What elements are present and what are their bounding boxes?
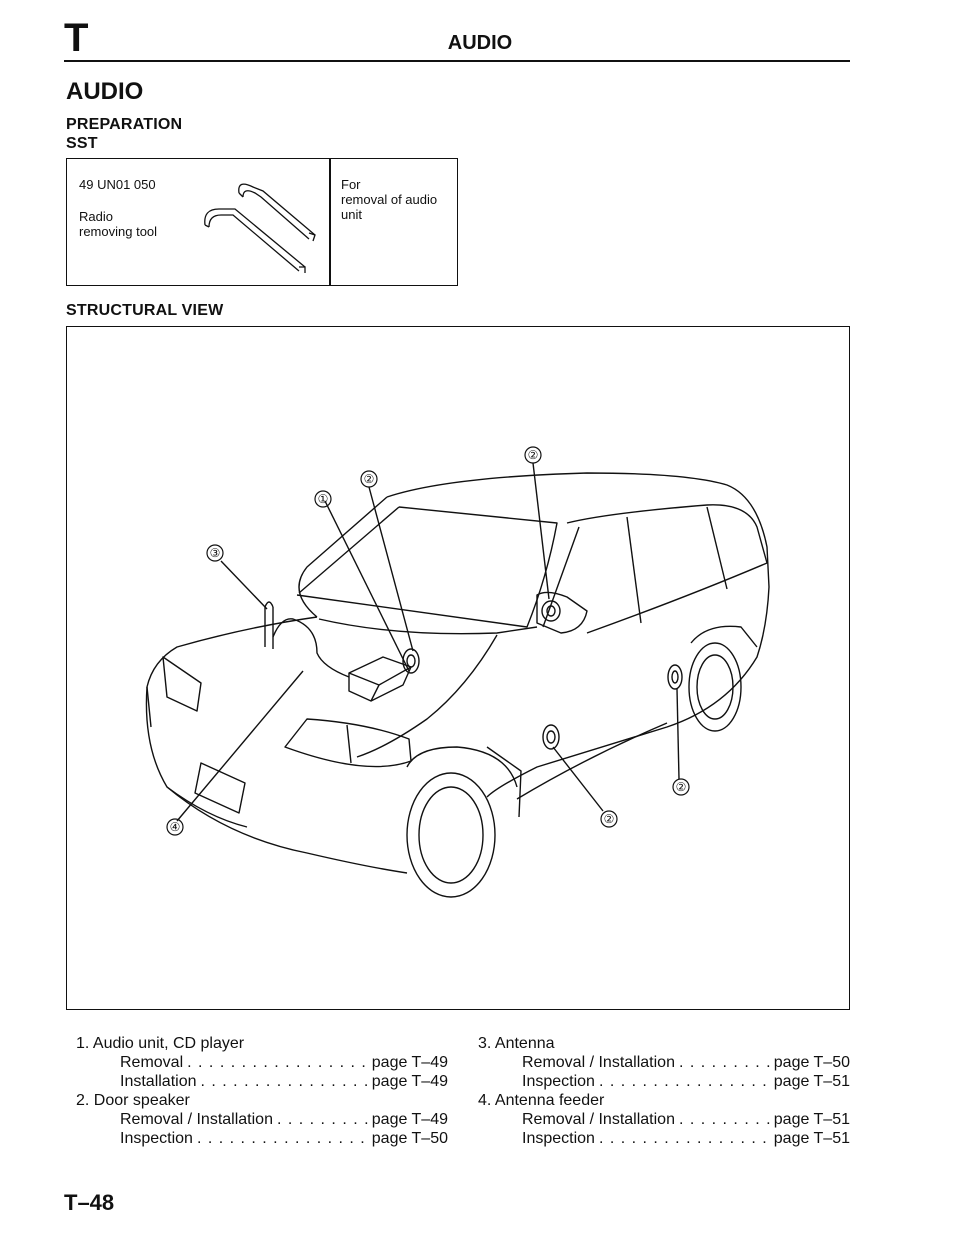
tool-purpose-line1: For	[341, 177, 361, 192]
entry-label: Installation	[120, 1073, 197, 1090]
list-item: Inspection page T–50	[76, 1129, 448, 1148]
callout-2-front-door: ②	[604, 812, 615, 826]
page-number: T–48	[64, 1190, 115, 1215]
list-item: Installation page T–49	[76, 1072, 448, 1091]
vehicle-illustration: ① ② ② ③ ④ ② ②	[145, 446, 770, 898]
header-title: AUDIO	[447, 32, 513, 54]
entry-page: page T–49	[371, 1111, 448, 1128]
entry-label: Removal / Installation	[120, 1111, 273, 1128]
list-item: Inspection page T–51	[478, 1129, 850, 1148]
entry-page: page T–51	[773, 1130, 850, 1147]
radio-removing-tool-illustration	[204, 183, 316, 273]
section-letter: T	[64, 16, 89, 60]
entry-page: page T–51	[773, 1111, 850, 1128]
component-list-right: 3. Antenna Removal / Installation page T–…	[478, 1034, 850, 1148]
tool-name-line2: removing tool	[79, 224, 158, 239]
tool-purpose-line3: unit	[341, 207, 362, 222]
list-item: Removal / Installation page T–51	[478, 1110, 850, 1129]
entry-page: page T–51	[773, 1073, 850, 1090]
item-title: 4. Antenna feeder	[478, 1092, 605, 1109]
tool-name-line1: Radio	[79, 209, 113, 224]
item-title: 2. Door speaker	[76, 1092, 190, 1109]
callout-2-dash: ②	[364, 472, 375, 486]
list-item: Inspection page T–51	[478, 1072, 850, 1091]
entry-page: page T–49	[371, 1054, 448, 1071]
sst-table: 49 UN01 050 Radio removing tool For remo…	[66, 158, 458, 286]
entry-page: page T–50	[371, 1130, 448, 1147]
header-rule	[64, 60, 850, 62]
entry-label: Inspection	[522, 1073, 595, 1090]
item-title: 3. Antenna	[478, 1035, 555, 1052]
list-item: Removal page T–49	[76, 1053, 448, 1072]
tool-purpose-line2: removal of audio	[341, 192, 438, 207]
callout-4: ④	[170, 820, 181, 834]
callout-3: ③	[210, 546, 221, 560]
callout-2-rear: ②	[676, 780, 687, 794]
list-item: Removal / Installation page T–49	[76, 1110, 448, 1129]
entry-label: Removal	[120, 1054, 184, 1071]
tool-number: 49 UN01 050	[79, 177, 156, 192]
structural-view-figure: ① ② ② ③ ④ ② ②	[66, 326, 850, 1010]
component-list-left: 1. Audio unit, CD player Removal page T–4…	[76, 1034, 448, 1148]
sst-table-divider	[329, 159, 331, 285]
entry-page: page T–50	[773, 1054, 850, 1071]
entry-label: Removal / Installation	[522, 1111, 675, 1128]
page-title: AUDIO	[66, 78, 144, 105]
entry-label: Inspection	[522, 1130, 595, 1147]
entry-page: page T–49	[371, 1073, 448, 1090]
callout-1: ①	[318, 492, 329, 506]
entry-label: Inspection	[120, 1130, 193, 1147]
structural-view-heading: STRUCTURAL VIEW	[66, 302, 224, 319]
preparation-heading: PREPARATION	[66, 116, 183, 133]
sst-heading: SST	[66, 135, 98, 152]
list-item: Removal / Installation page T–50	[478, 1053, 850, 1072]
item-title: 1. Audio unit, CD player	[76, 1035, 245, 1052]
callout-2-mirror: ②	[528, 448, 539, 462]
entry-label: Removal / Installation	[522, 1054, 675, 1071]
